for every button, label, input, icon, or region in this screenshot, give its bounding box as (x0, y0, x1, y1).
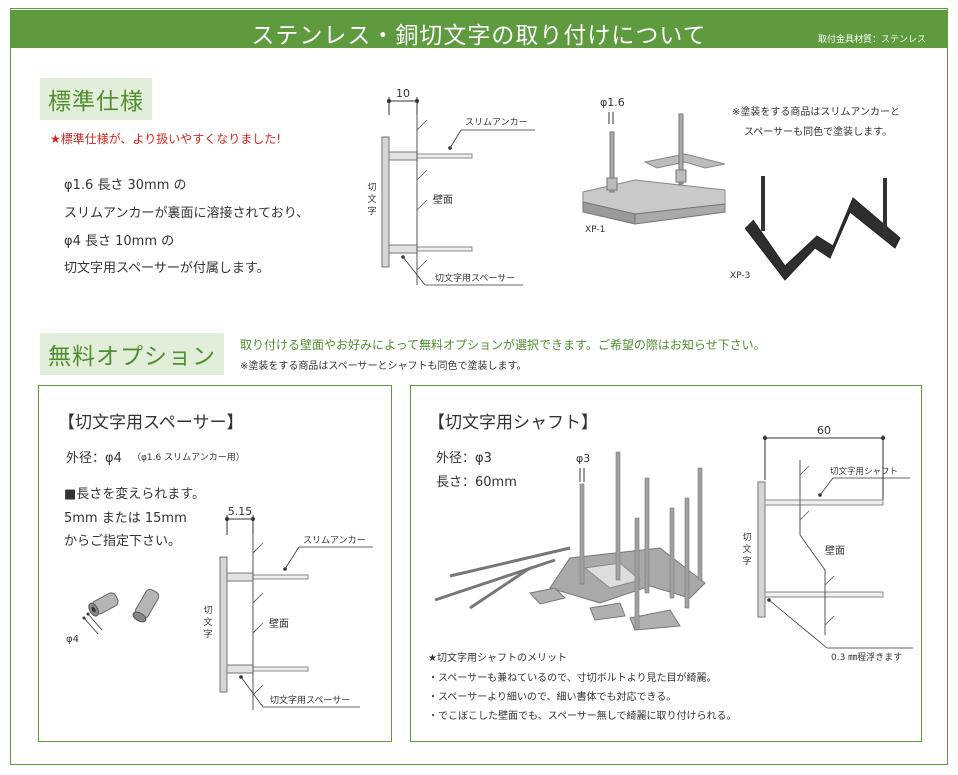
shaft-merit-2: ・スペーサーより細いので、細い書体でも対応できる。 (428, 692, 677, 703)
standard-tag: 標準仕様 (40, 78, 152, 120)
spacer-parts-illustration: φ4 (66, 588, 160, 645)
spacer-letter-char-3: 字 (203, 628, 212, 640)
header-banner: ステンレス・銅切文字の取り付けについて 取付金具材質：ステンレス (10, 10, 948, 49)
coating-note-line-2: スペーサーも同色で塗装します。 (744, 127, 893, 138)
shaft-photo-illustration: φ3 (434, 451, 706, 631)
spacer-top (388, 151, 418, 161)
shaft-shaft-label: 切文字用シャフト (830, 466, 898, 477)
standard-spacer-label: 切文字用スペーサー (435, 272, 515, 284)
shaft-dim-label: 60 (817, 424, 831, 437)
standard-line-3: φ4 長さ 10mm の (64, 234, 175, 249)
shaft-wall-label: 壁面 (825, 544, 845, 557)
page-frame (10, 8, 948, 765)
shaft-gap-label: 0.3 ㎜程浮きます (831, 651, 902, 663)
shaft-outer-label: 外径：φ3 (436, 451, 492, 466)
option-tag: 無料オプション (40, 333, 224, 375)
spacer-outer-label: 外径：φ4 (66, 451, 122, 466)
standard-letter-char-1: 切 (367, 182, 376, 193)
standard-line-4: 切文字用スペーサーが付属します。 (64, 261, 270, 276)
shaft-photo-dim: φ3 (576, 452, 590, 465)
spacer-line-2: 5mm または 15mm (64, 511, 187, 526)
xp1-dim: φ1.6 (600, 96, 625, 109)
shaft-length-label: 長さ：60mm (436, 475, 517, 490)
spacer-spacer-label: 切文字用スペーサー (270, 694, 350, 706)
shaft-mount-diagram: 60 切文字用シャフト 壁面 切 文 字 0.3 ㎜程浮きます (742, 424, 913, 663)
standard-anchor-label: スリムアンカー (465, 117, 528, 128)
option-description: 取り付ける壁面やお好みによって無料オプションが選択できます。ご希望の際はお知らせ… (240, 338, 766, 352)
shaft-option-box (410, 385, 922, 742)
standard-line-2: スリムアンカーが裏面に溶接されており、 (64, 206, 310, 221)
standard-notice: ★標準仕様が、より扱いやすくなりました! (50, 132, 282, 146)
xp1-illustration: φ1.6 XP-1 (582, 96, 726, 235)
option-note: ※塗装をする商品はスペーサーとシャフトも同色で塗装します。 (240, 361, 527, 372)
standard-dim-label: 10 (396, 87, 410, 100)
shaft-merit-title: ★切文字用シャフトのメリット (428, 653, 567, 664)
xp1-caption: XP-1 (585, 225, 605, 235)
spacer-option-box (38, 385, 392, 742)
spacer-dim-label: 5.15 (228, 505, 253, 518)
spacer-wall-label: 壁面 (269, 617, 289, 630)
spacer-letter-char-2: 文 (203, 616, 212, 628)
spacer-part-dim: φ4 (66, 634, 79, 645)
spacer-line-1: ■長さを変えられます。 (64, 487, 205, 502)
shaft-letter-char-3: 字 (742, 555, 751, 567)
shaft-letter-char-1: 切 (742, 532, 751, 543)
material-note: 取付金具材質：ステンレス (817, 35, 926, 45)
spacer-outer-sub: （φ1.6 スリムアンカー用） (132, 453, 245, 463)
standard-letter-char-2: 文 (367, 193, 376, 205)
standard-mount-diagram: 10 スリムアンカー 壁面 切 文 字 切文字用スペーサー (367, 87, 535, 286)
standard-letter-char-3: 字 (367, 205, 376, 217)
shaft-letter-char-2: 文 (742, 543, 751, 555)
page-title: ステンレス・銅切文字の取り付けについて (251, 23, 707, 49)
spacer-anchor-label: スリムアンカー (303, 535, 366, 546)
xp3-caption: XP-3 (730, 271, 750, 281)
spacer-letter-char-1: 切 (203, 605, 212, 616)
coating-note-line-1: ※塗装をする商品はスリムアンカーと (732, 107, 900, 118)
spacer-mount-diagram: 5.15 スリムアンカー 壁面 切 文 字 切文字用スペーサー (203, 505, 373, 710)
standard-wall-label: 壁面 (433, 193, 453, 206)
letter-plate (381, 136, 390, 268)
standard-line-1: φ1.6 長さ 30mm の (64, 178, 187, 193)
spacer-bottom (388, 244, 418, 254)
xp3-illustration: XP-3 (730, 176, 901, 281)
spacer-box-title: 【切文字用スペーサー】 (58, 413, 244, 433)
spacer-line-3: からご指定下さい。 (64, 534, 182, 549)
shaft-merit-3: ・でこぼこした壁面でも、スペーサー無しで綺麗に取り付けられる。 (428, 711, 737, 722)
shaft-merit-1: ・スペーサーも兼ねているので、寸切ボルトより見た目が綺麗。 (428, 673, 717, 684)
shaft-box-title: 【切文字用シャフト】 (428, 413, 598, 433)
